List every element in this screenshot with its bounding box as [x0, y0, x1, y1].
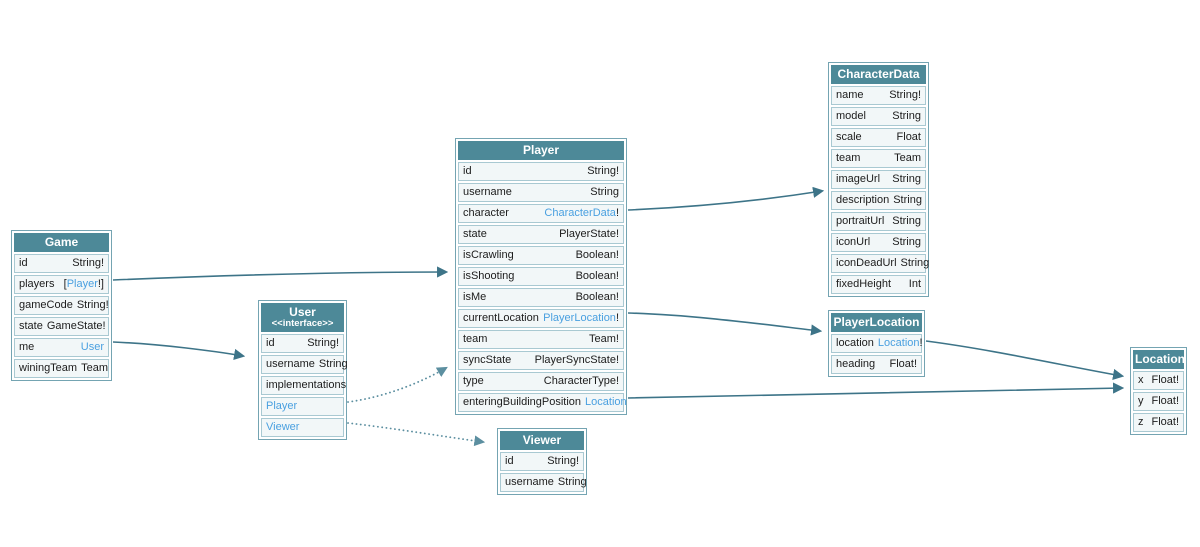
edge-player-enteringbuildingposition-to-location [627, 382, 1125, 399]
field-row[interactable]: implementations [261, 376, 346, 395]
type-link[interactable]: Location [585, 396, 627, 408]
node-header[interactable]: Game [14, 233, 109, 252]
type-link[interactable]: Location [877, 337, 920, 349]
type-link[interactable]: CharacterData [544, 207, 616, 219]
node-title: PlayerLocation [833, 315, 920, 329]
node-subtitle: <<interface>> [271, 318, 334, 329]
node-title: User [289, 305, 316, 319]
edge-game-players-to-player [112, 266, 449, 281]
edge-user-viewer-to-viewer [347, 422, 486, 447]
type-link[interactable]: User [80, 341, 104, 353]
edge-user-player-to-player [347, 366, 448, 403]
node-title: Location [1135, 352, 1185, 366]
type-link[interactable]: Player [66, 278, 98, 290]
node-header[interactable]: PlayerLocation [831, 313, 922, 332]
node-title: CharacterData [837, 67, 920, 81]
edge-game-me-to-user [112, 341, 246, 360]
node-title: Player [522, 143, 560, 157]
node-header[interactable]: Location [1133, 350, 1185, 369]
type-link[interactable]: PlayerLocation [543, 312, 616, 324]
node-header[interactable]: Viewer [500, 431, 584, 450]
field-row[interactable]: players[Player!] [14, 275, 109, 294]
edge-player-currentlocation-to-playerlocation [627, 312, 823, 336]
node-title: Viewer [522, 433, 562, 447]
node-header[interactable]: CharacterData [831, 65, 926, 84]
edge-playerlocation-location-to-location [925, 340, 1125, 380]
node-title: Game [44, 235, 79, 249]
node-header[interactable]: User<<interface>> [261, 303, 344, 332]
field-row[interactable]: Player [261, 397, 344, 416]
field-row[interactable]: Viewer [261, 418, 344, 437]
implementation-link[interactable]: Player [266, 400, 298, 412]
implementation-link[interactable]: Viewer [266, 421, 300, 433]
edge-player-character-to-characterdata [627, 186, 825, 211]
node-header[interactable]: Player [458, 141, 624, 160]
